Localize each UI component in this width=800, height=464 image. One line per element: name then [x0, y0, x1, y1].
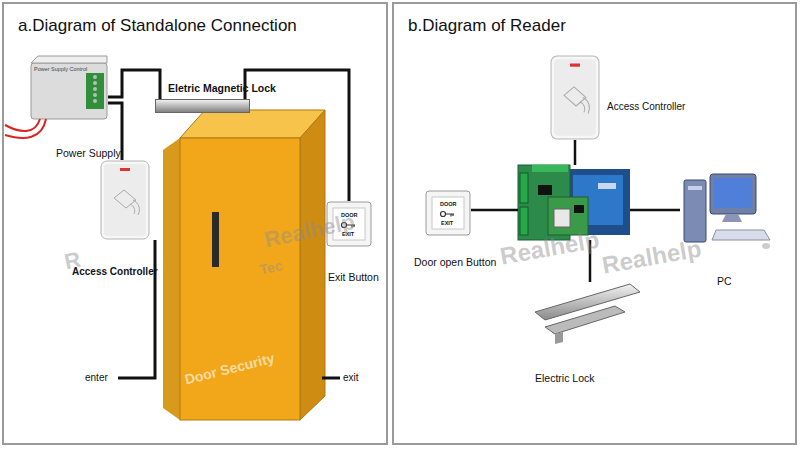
wire-connector	[630, 209, 680, 212]
enter-wire	[118, 240, 155, 378]
device-part	[101, 161, 149, 239]
device-part	[538, 185, 552, 195]
device-part	[31, 63, 107, 119]
device-part	[598, 183, 616, 189]
device-part	[722, 214, 742, 222]
door-handle	[212, 212, 219, 267]
device-part	[5, 119, 40, 131]
device-part	[574, 205, 584, 213]
device-part	[93, 87, 97, 91]
device-part	[120, 168, 130, 171]
wire-connector	[574, 140, 577, 165]
device-label: Access Controller	[607, 101, 685, 113]
panel-title: a.Diagram of Standalone Connection	[18, 16, 297, 36]
wire-label: enter	[85, 372, 108, 384]
device-part	[710, 174, 756, 214]
watermark: R	[62, 247, 83, 275]
magnetic-lock-illustration	[155, 99, 250, 113]
electric-lock-illustration	[535, 282, 640, 344]
device-part	[93, 99, 97, 103]
wire-label: exit	[343, 372, 359, 384]
button-print: DOOR	[440, 201, 457, 207]
device-label: Eletric Magnetic Lock	[168, 82, 276, 94]
device-label: PC	[717, 275, 732, 287]
device-part	[712, 230, 770, 240]
access-controller-illustration	[100, 160, 150, 240]
device-part	[130, 204, 135, 214]
panel-title: b.Diagram of Reader	[408, 16, 566, 36]
device-part	[545, 306, 625, 334]
device-part	[133, 200, 139, 215]
device-part	[5, 119, 46, 138]
device-part	[551, 56, 599, 139]
device-label: Electric Lock	[535, 372, 595, 384]
button-print: EXIT	[441, 220, 453, 226]
device-part	[93, 81, 97, 85]
device-part	[93, 75, 97, 79]
door-edge	[300, 110, 325, 420]
wire-connector	[108, 103, 122, 160]
device-print: Power Supply Control	[34, 66, 87, 72]
door	[180, 138, 300, 420]
device-part	[684, 180, 706, 242]
door-open-button-illustration	[425, 190, 471, 236]
device-label: Power Supply	[56, 147, 121, 159]
door-hinge-side	[163, 138, 180, 420]
wire-connector	[245, 70, 349, 201]
device-part	[714, 178, 752, 208]
device-part	[520, 207, 528, 235]
device-part	[554, 209, 570, 227]
watermark: Realhelp	[600, 235, 703, 280]
device-part	[554, 59, 596, 136]
power-supply: Power SupplyPower Supply Control	[30, 55, 108, 121]
device-part	[555, 332, 563, 344]
magnetic-lock: Eletric Magnetic Lock	[155, 99, 250, 113]
door-open-button: Door open ButtonDOOREXIT	[425, 190, 471, 236]
panel: b.Diagram of ReaderAccess ControllerDoor…	[392, 2, 797, 445]
power-supply-illustration	[30, 55, 108, 121]
device-part	[583, 98, 589, 114]
electric-lock: Electric Lock	[535, 282, 640, 344]
device-part	[688, 186, 702, 190]
access-controller: Access Controller	[550, 55, 600, 140]
device-label: Door open Button	[414, 256, 496, 268]
device-part	[441, 212, 446, 217]
device-label: Access Controller	[72, 266, 158, 278]
device-part	[31, 56, 107, 63]
device-part	[520, 173, 528, 203]
device-part	[446, 214, 455, 217]
device-part	[532, 165, 568, 172]
wire-connector	[108, 70, 160, 99]
device-part	[104, 164, 146, 236]
device-part	[570, 64, 580, 67]
device-part	[426, 191, 470, 235]
access-controller-illustration	[550, 55, 600, 140]
wire-connector	[589, 240, 592, 282]
device-part	[86, 73, 104, 109]
device-part	[93, 93, 97, 97]
device-part	[432, 197, 464, 229]
exit-wire	[322, 377, 340, 380]
access-controller: Access Controller	[100, 160, 150, 240]
device-part	[156, 100, 250, 113]
device-part	[580, 102, 585, 113]
device-part	[762, 243, 770, 249]
device-label: Exit Button	[328, 271, 379, 283]
wire-connector	[471, 209, 518, 212]
